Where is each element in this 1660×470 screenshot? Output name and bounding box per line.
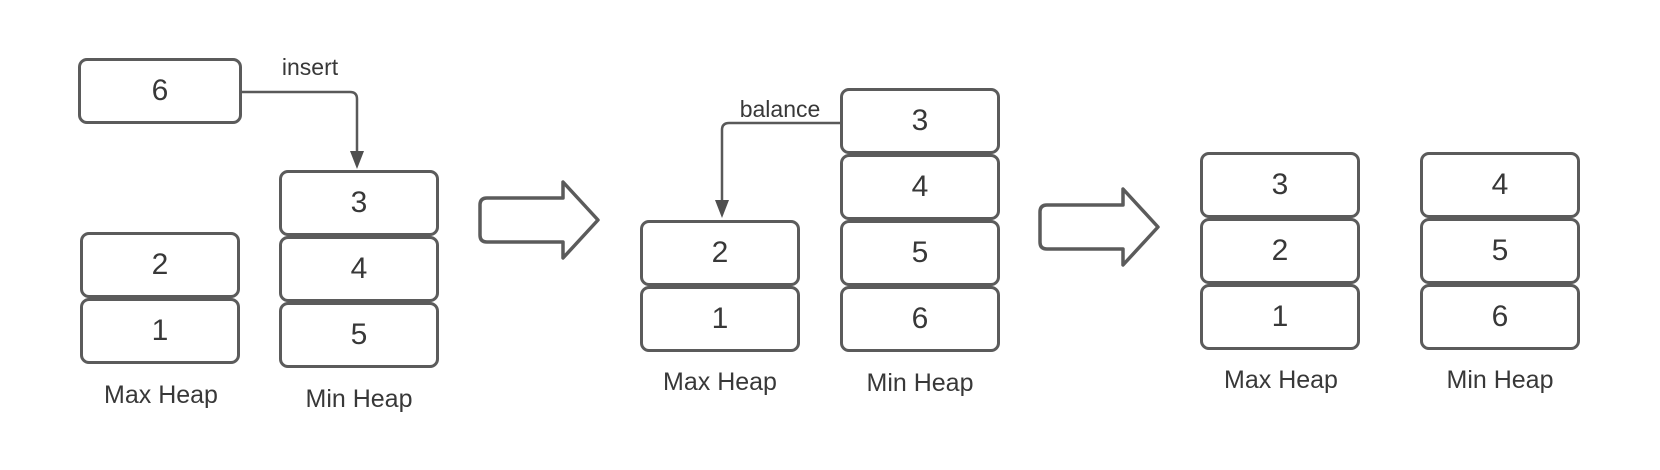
max-heap-label: Max Heap (1224, 366, 1338, 394)
balance-label: balance (739, 96, 821, 122)
min-heap-label: Min Heap (305, 385, 413, 413)
insert-value-box: 6 (78, 58, 242, 124)
max-heap-label: Max Heap (104, 381, 218, 409)
heap-node: 1 (640, 286, 800, 352)
heap-node: 5 (1420, 218, 1580, 284)
heap-node: 5 (279, 302, 439, 368)
heap-node: 4 (279, 236, 439, 302)
heap-node: 1 (80, 298, 240, 364)
balance-arrow (715, 121, 840, 218)
step-arrow-2-icon (1038, 187, 1160, 267)
heap-node: 5 (840, 220, 1000, 286)
heap-node: 1 (1200, 284, 1360, 350)
arrowhead-down-icon (715, 200, 729, 218)
heap-node: 2 (640, 220, 800, 286)
min-heap-label: Min Heap (866, 369, 974, 397)
heap-node: 6 (1420, 284, 1580, 350)
heap-node: 4 (840, 154, 1000, 220)
step-arrow-1-icon (478, 180, 600, 260)
max-heap-label: Max Heap (663, 368, 777, 396)
heap-node: 2 (1200, 218, 1360, 284)
heap-node: 4 (1420, 152, 1580, 218)
heap-node: 2 (80, 232, 240, 298)
heap-node: 3 (279, 170, 439, 236)
heap-node: 3 (840, 88, 1000, 154)
heap-node: 3 (1200, 152, 1360, 218)
insert-arrow (242, 90, 364, 169)
heap-node: 6 (840, 286, 1000, 352)
arrowhead-down-icon (350, 151, 364, 169)
insert-label: insert (281, 54, 339, 80)
min-heap-label: Min Heap (1446, 366, 1554, 394)
